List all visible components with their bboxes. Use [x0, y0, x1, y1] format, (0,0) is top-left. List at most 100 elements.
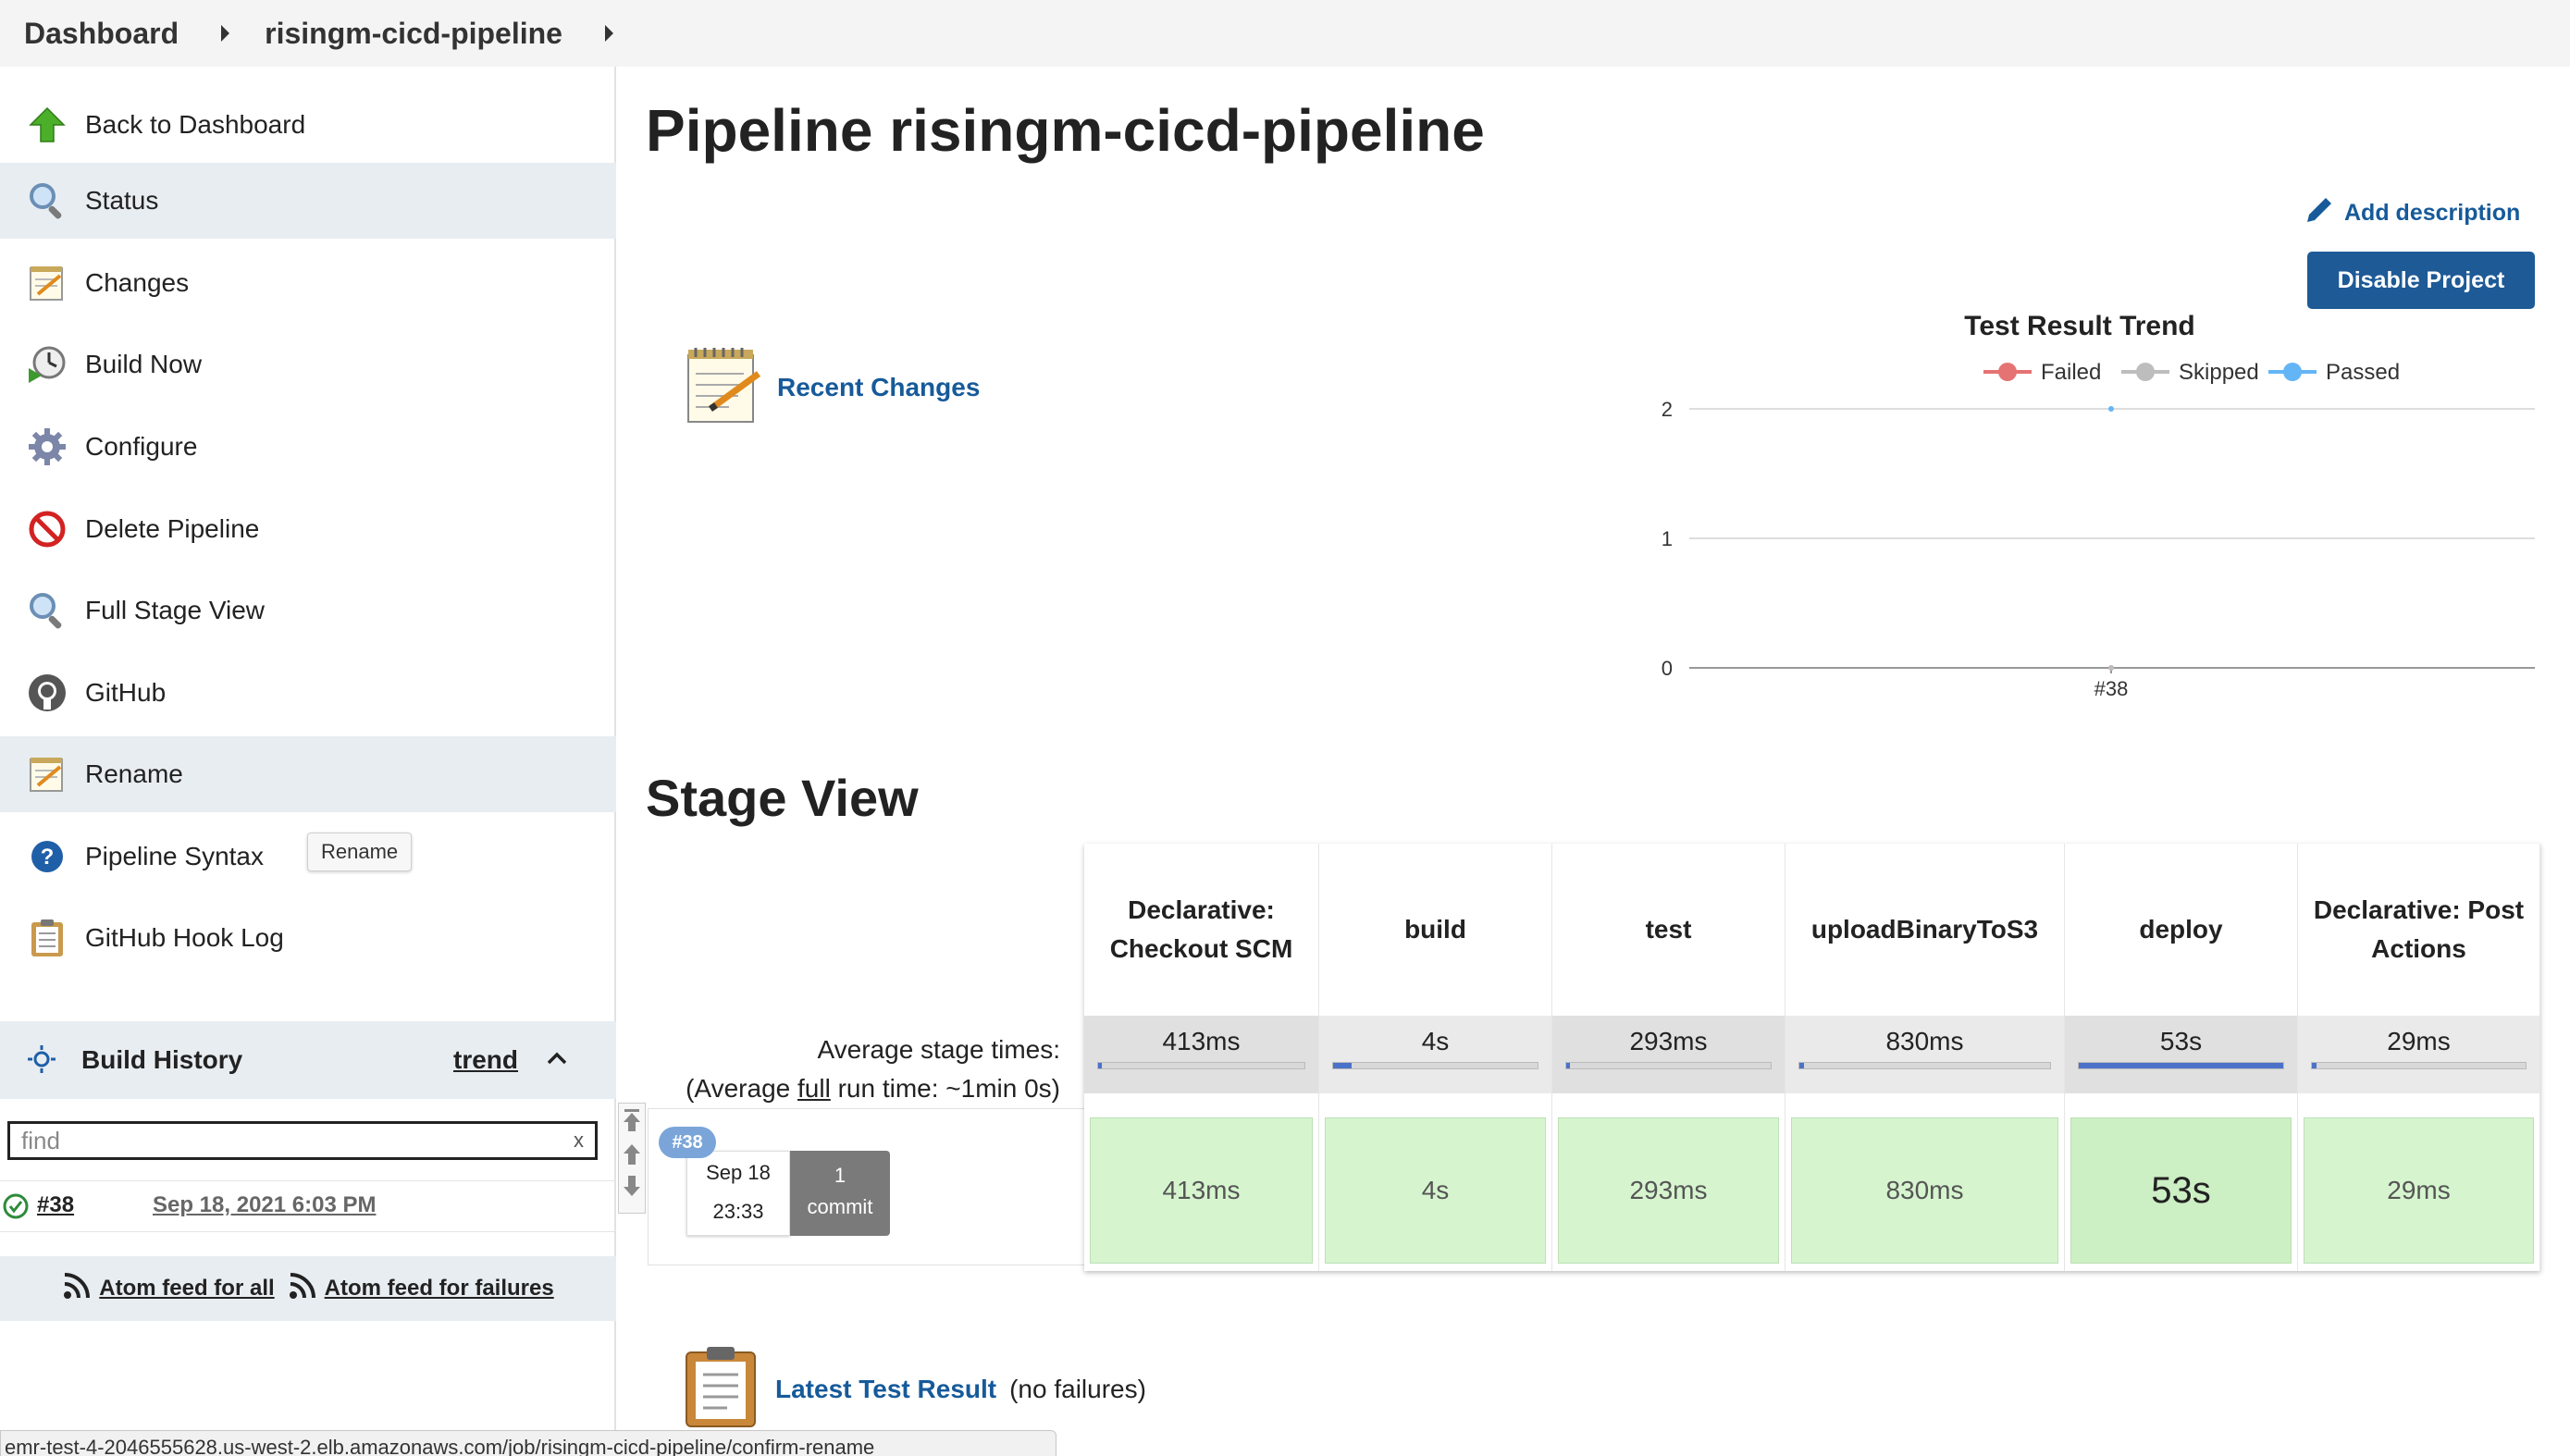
- data-point-passed: [2108, 406, 2114, 412]
- page-title: Pipeline risingm-cicd-pipeline: [646, 97, 1485, 164]
- sidebar-item-pipeline-syntax[interactable]: ? Pipeline Syntax: [0, 819, 616, 895]
- run-navigation: [618, 1103, 646, 1214]
- build-history-icon: [26, 1043, 57, 1080]
- breadcrumb-separator-icon[interactable]: [604, 25, 613, 42]
- sidebar-item-delete-pipeline[interactable]: Delete Pipeline: [0, 491, 616, 567]
- stage-duration-bar-fill: [1098, 1063, 1103, 1068]
- average-run-suffix: run time: ~1min 0s): [830, 1074, 1060, 1103]
- add-description-label: Add description: [2344, 200, 2521, 226]
- clock-play-icon: [26, 343, 68, 386]
- atom-feed-failures-label: Atom feed for failures: [324, 1276, 554, 1301]
- stage-average: 830ms: [1785, 1016, 2064, 1093]
- stage-average-time: 4s: [1421, 1027, 1450, 1055]
- sidebar-item-github[interactable]: GitHub: [0, 655, 616, 731]
- latest-test-result: Latest Test Result (no failures): [683, 1343, 1146, 1435]
- average-stage-times: Average stage times: (Average full run t…: [686, 1030, 1060, 1108]
- stage-average-time: 293ms: [1629, 1027, 1708, 1055]
- sidebar-item-rename[interactable]: Rename: [0, 736, 616, 812]
- stage-run-cell[interactable]: 4s: [1325, 1117, 1546, 1264]
- stage-header: Declarative: Checkout SCM: [1109, 895, 1293, 963]
- recent-changes: Recent Changes: [683, 344, 980, 430]
- clipboard-icon: [26, 917, 68, 959]
- sidebar-item-build-now[interactable]: Build Now: [0, 327, 616, 402]
- stage-duration-bar: [1798, 1062, 2051, 1069]
- stage-header: test: [1645, 915, 1692, 944]
- stage-average: 4s: [1319, 1016, 1551, 1093]
- average-run-time: (Average full run time: ~1min 0s): [686, 1069, 1060, 1108]
- average-stage-times-label: Average stage times:: [817, 1035, 1060, 1064]
- run-date-time: 23:33: [712, 1200, 764, 1223]
- sidebar-item-changes[interactable]: Changes: [0, 245, 616, 321]
- latest-test-result-link[interactable]: Latest Test Result: [775, 1374, 997, 1403]
- sidebar-item-status[interactable]: Status: [0, 163, 616, 239]
- run-date-day: Sep 18: [706, 1161, 771, 1184]
- stage-run-cell[interactable]: 293ms: [1558, 1117, 1779, 1264]
- atom-feed-failures-link[interactable]: Atom feed for failures: [288, 1271, 554, 1307]
- legend-label-skipped: Skipped: [2179, 360, 2259, 385]
- scroll-down-icon[interactable]: [624, 1176, 640, 1196]
- atom-feed-all-link[interactable]: Atom feed for all: [62, 1271, 275, 1307]
- notepad-icon: [26, 262, 68, 304]
- sidebar-item-label: Delete Pipeline: [85, 514, 260, 543]
- stage-duration-bar: [1565, 1062, 1772, 1069]
- breadcrumb-dashboard[interactable]: Dashboard: [24, 16, 179, 50]
- rss-icon: [288, 1271, 317, 1307]
- stage-average-time: 413ms: [1162, 1027, 1241, 1055]
- chart-y-tick-label: 1: [1662, 527, 1673, 550]
- commit-count: 1: [834, 1164, 846, 1187]
- sidebar-item-label: Changes: [85, 268, 190, 297]
- scroll-top-arrow[interactable]: [624, 1113, 640, 1131]
- disable-project-button[interactable]: Disable Project: [2307, 252, 2535, 309]
- stage-column: test 293ms 293ms: [1552, 844, 1785, 1271]
- sidebar-item-label: Full Stage View: [85, 596, 266, 624]
- sidebar-item-back-to-dashboard[interactable]: Back to Dashboard: [0, 87, 616, 163]
- stage-duration-bar: [1097, 1062, 1305, 1069]
- recent-changes-link[interactable]: Recent Changes: [777, 372, 981, 401]
- sidebar-item-github-hook-log[interactable]: GitHub Hook Log: [0, 900, 616, 976]
- sidebar-item-configure[interactable]: Configure: [0, 409, 616, 485]
- up-arrow-icon: [26, 104, 68, 146]
- stage-duration-bar: [1332, 1062, 1538, 1069]
- scroll-top-icon[interactable]: [624, 1109, 639, 1112]
- stage-run-cell[interactable]: 53s: [2070, 1117, 2292, 1264]
- chart-y-tick-label: 2: [1662, 398, 1673, 421]
- help-icon: ?: [26, 835, 68, 878]
- full-run-link[interactable]: full: [797, 1074, 831, 1103]
- breadcrumb-job[interactable]: risingm-cicd-pipeline: [265, 16, 562, 50]
- build-date-link[interactable]: Sep 18, 2021 6:03 PM: [153, 1192, 377, 1217]
- stage-average-time: 29ms: [2387, 1027, 2451, 1055]
- collapse-chevron-icon[interactable]: [546, 1047, 568, 1074]
- stage-duration-bar-fill: [1333, 1063, 1352, 1068]
- stage-run-cell[interactable]: 830ms: [1791, 1117, 2058, 1264]
- stage-average-time: 830ms: [1885, 1027, 1964, 1055]
- run-date[interactable]: Sep 18 23:33: [686, 1151, 790, 1236]
- svg-text:?: ?: [41, 845, 55, 870]
- run-badge[interactable]: #38: [659, 1127, 716, 1158]
- no-entry-icon: [26, 508, 68, 550]
- data-point-skipped: [2108, 665, 2114, 671]
- breadcrumb-separator-icon[interactable]: [221, 25, 230, 42]
- build-number-link[interactable]: #38: [37, 1192, 75, 1217]
- latest-test-result-status: (no failures): [1009, 1374, 1146, 1403]
- stage-run-cell[interactable]: 29ms: [2304, 1117, 2534, 1264]
- trend-link[interactable]: trend: [453, 1045, 518, 1074]
- sidebar-item-label: GitHub Hook Log: [85, 923, 284, 952]
- stage-run-cell[interactable]: 413ms: [1090, 1117, 1313, 1264]
- build-history-search-input[interactable]: find x: [7, 1121, 598, 1160]
- chart-x-tick-label: #38: [2094, 677, 2129, 700]
- build-history-row: #38 Sep 18, 2021 6:03 PM: [0, 1180, 616, 1232]
- sidebar-item-label: Configure: [85, 432, 198, 461]
- run-commit-button[interactable]: 1 commit: [790, 1151, 890, 1236]
- gear-icon: [26, 426, 68, 468]
- stage-duration-bar: [2078, 1062, 2284, 1069]
- clear-search-button[interactable]: x: [574, 1129, 584, 1152]
- scroll-up-icon[interactable]: [624, 1144, 640, 1165]
- add-description-link[interactable]: Add description: [2304, 194, 2520, 232]
- sidebar-item-full-stage-view[interactable]: Full Stage View: [0, 573, 616, 648]
- notepad-icon: [26, 753, 68, 796]
- clipboard-icon: [683, 1343, 762, 1435]
